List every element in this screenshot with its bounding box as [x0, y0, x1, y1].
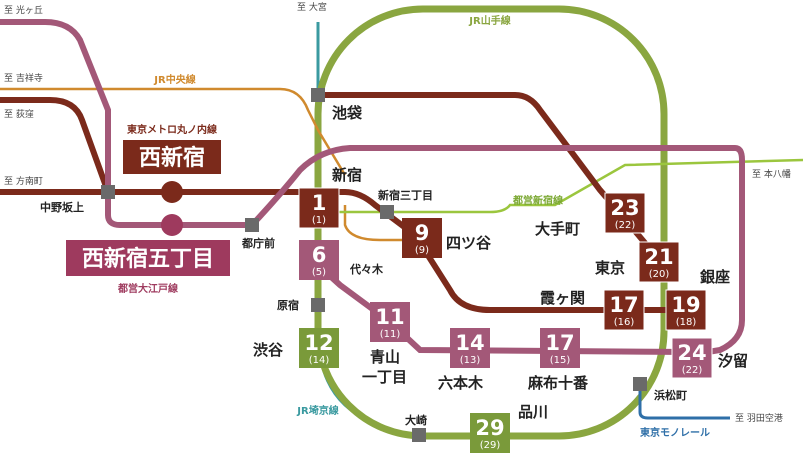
marunouchi-line-ogikubo [0, 97, 111, 194]
station-aoyama-1: 青山 [370, 348, 400, 366]
time-azabu-juban-sub: (15) [550, 355, 571, 366]
station-tochomae: 都庁前 [241, 236, 275, 250]
time-box-ginza [665, 289, 707, 331]
dest-omiya: 至 大宮 [297, 1, 327, 13]
station-ginza: 銀座 [700, 268, 730, 286]
station-aoyama-2: 一丁目 [362, 368, 407, 386]
station-hamamatsucho: 浜松町 [654, 388, 687, 402]
time-yotsuya: 9 [415, 221, 430, 245]
station-kasumigaseki: 霞ヶ関 [540, 289, 585, 307]
oedo-line-loop [249, 145, 745, 358]
station-shibuya: 渋谷 [253, 341, 284, 359]
time-ginza-sub: (18) [676, 317, 697, 328]
time-box-roppongi [450, 328, 490, 368]
dest-hikarigaoka: 至 光ヶ丘 [4, 4, 43, 16]
tochomae-marker [245, 218, 259, 232]
dest-kichijoji: 至 吉祥寺 [4, 72, 43, 84]
time-box-kasumigaseki [603, 289, 645, 331]
station-yoyogi: 代々木 [349, 262, 384, 276]
time-box-tokyo [638, 241, 680, 283]
time-box-otemachi [604, 192, 646, 234]
nishishinjuku-5-label: 西新宿五丁目 [82, 246, 214, 272]
time-azabu-juban: 17 [545, 331, 574, 355]
time-yoyogi-sub: (5) [312, 267, 326, 278]
oedo-line-north [0, 19, 252, 228]
hamamatsucho-marker [633, 377, 647, 391]
time-shinagawa-sub: (29) [480, 440, 501, 451]
time-shibuya-sub: (14) [309, 355, 330, 366]
time-box-shiodome [671, 337, 713, 379]
osaki-marker [412, 428, 426, 442]
station-yotsuya: 四ツ谷 [446, 234, 492, 252]
marunouchi-label: 東京メトロ丸ノ内線 [127, 123, 217, 136]
monorail-line [638, 384, 730, 420]
time-box-aoyama [370, 302, 410, 342]
shinjuku-sanchome-marker [380, 205, 394, 219]
dest-motoyawata: 至 本八幡 [752, 168, 791, 180]
ikebukuro-marker [311, 88, 325, 102]
time-shibuya: 12 [304, 331, 333, 355]
time-shinjuku: 1 [312, 191, 327, 215]
time-ginza: 19 [671, 293, 700, 317]
time-shiodome: 24 [677, 341, 706, 365]
time-tokyo: 21 [644, 245, 673, 269]
time-kasumigaseki-sub: (16) [614, 317, 635, 328]
time-otemachi-sub: (22) [615, 220, 636, 231]
shinjuku-line-label: 都営新宿線 [512, 194, 563, 207]
dest-honancho: 至 方南町 [4, 175, 43, 187]
dest-ogikubo: 至 荻窪 [4, 108, 34, 120]
station-tokyo: 東京 [595, 259, 625, 277]
oedo-label: 都営大江戸線 [117, 282, 178, 295]
saikyo-label: JR埼京線 [296, 404, 338, 417]
time-box-yoyogi [299, 240, 339, 280]
nishishinjuku-label: 西新宿 [139, 145, 205, 171]
marunouchi-line-north [318, 92, 658, 257]
harajuku-marker [311, 298, 325, 312]
time-otemachi: 23 [610, 196, 639, 220]
time-box-shinjuku [298, 187, 340, 229]
station-ikebukuro: 池袋 [332, 104, 363, 122]
marunouchi-line-east [318, 189, 680, 313]
monorail-label: 東京モノレール [640, 426, 710, 439]
time-aoyama-sub: (11) [380, 329, 401, 340]
time-shinjuku-sub: (1) [312, 215, 326, 226]
time-kasumigaseki: 17 [609, 293, 638, 317]
time-aoyama: 11 [375, 305, 404, 329]
chuo-line [0, 87, 347, 176]
time-box-shinagawa [470, 413, 510, 453]
station-roppongi: 六本木 [438, 374, 484, 392]
time-tokyo-sub: (20) [649, 269, 670, 280]
time-yotsuya-sub: (9) [415, 245, 429, 256]
dest-haneda: 至 羽田空港 [735, 412, 783, 424]
station-otemachi: 大手町 [535, 220, 580, 238]
station-osaki: 大崎 [405, 413, 427, 427]
station-shinagawa: 品川 [518, 403, 548, 421]
chuo-line-east [343, 205, 415, 242]
station-shiodome: 汐留 [718, 352, 748, 370]
station-azabu-juban: 麻布十番 [527, 374, 589, 392]
time-box-azabu-juban [540, 328, 580, 368]
yamanote-label: JR山手線 [468, 14, 510, 27]
time-box-yotsuya [402, 218, 442, 258]
station-nakano-sakaue: 中野坂上 [40, 200, 84, 214]
time-shiodome-sub: (22) [682, 365, 703, 376]
nishishinjuku-box [123, 140, 221, 174]
station-shinjuku-sanchome: 新宿三丁目 [378, 188, 433, 202]
station-shinjuku: 新宿 [332, 166, 362, 184]
nishishinjuku-marker [161, 181, 183, 203]
time-roppongi-sub: (13) [460, 355, 481, 366]
time-roppongi: 14 [455, 331, 484, 355]
station-harajuku: 原宿 [277, 298, 299, 312]
nakano-sakaue-marker [101, 185, 115, 199]
nishishinjuku-5-marker [161, 214, 183, 236]
chuo-label: JR中央線 [153, 73, 195, 86]
shinjuku-line [338, 158, 803, 214]
time-shinagawa: 29 [475, 416, 504, 440]
nishishinjuku-5-box [66, 240, 230, 276]
time-yoyogi: 6 [312, 243, 327, 267]
time-box-shibuya [299, 328, 339, 368]
